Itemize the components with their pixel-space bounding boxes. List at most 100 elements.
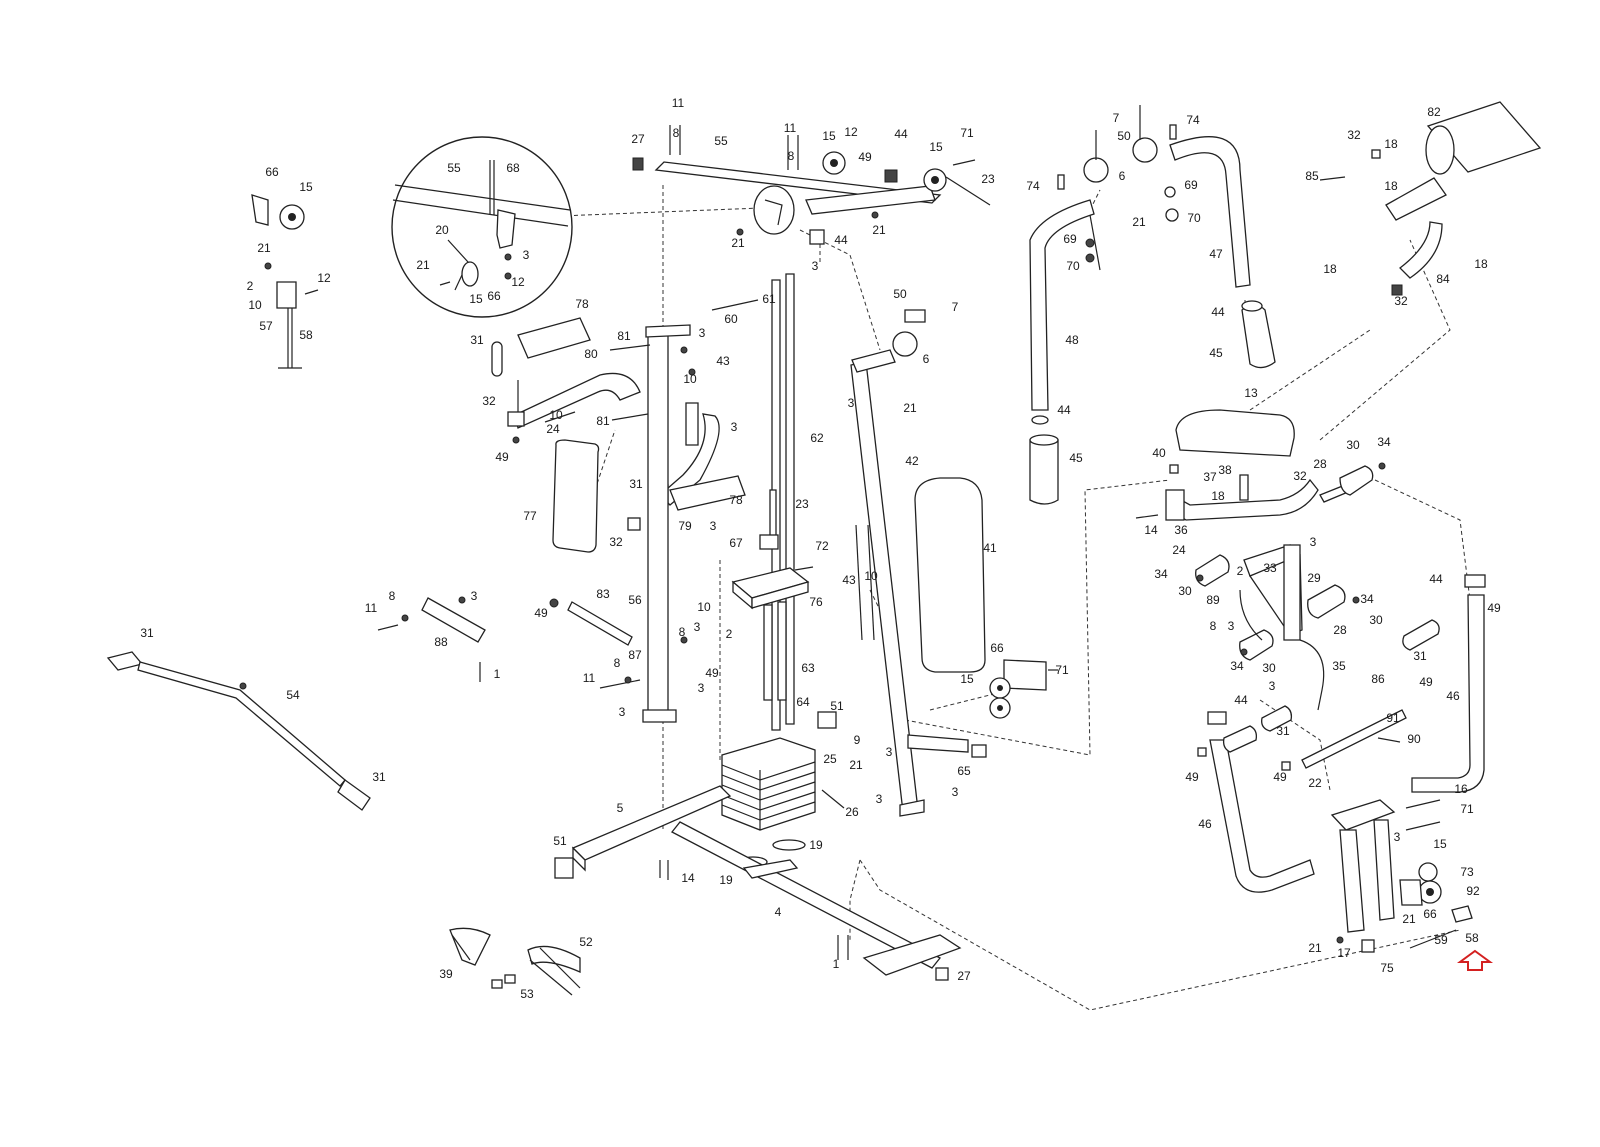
seat-post-backpad xyxy=(850,309,987,817)
part-label: 18 xyxy=(1384,179,1398,193)
part-label: 34 xyxy=(1230,659,1244,673)
part-label: 19 xyxy=(809,838,823,852)
part-label: 8 xyxy=(614,656,621,670)
part-label: 57 xyxy=(259,319,273,333)
part-label: 3 xyxy=(1394,830,1401,844)
part-label: 49 xyxy=(1419,675,1433,689)
part-label: 44 xyxy=(1057,403,1071,417)
part-label: 49 xyxy=(858,150,872,164)
part-label: 3 xyxy=(1269,679,1276,693)
high-pulley-tower xyxy=(1029,105,1251,411)
part-label: 11 xyxy=(672,96,685,110)
part-label: 71 xyxy=(960,126,974,140)
part-label: 32 xyxy=(609,535,623,549)
assembly-dashed-lines xyxy=(559,185,1471,1011)
part-label: 49 xyxy=(1487,601,1501,615)
part-label: 89 xyxy=(1206,593,1220,607)
part-label: 62 xyxy=(810,431,824,445)
part-label: 37 xyxy=(1203,470,1217,484)
part-label: 3 xyxy=(523,248,530,262)
part-label: 22 xyxy=(1308,776,1322,790)
part-label: 20 xyxy=(435,223,449,237)
part-label: 31 xyxy=(140,626,154,640)
leg-lever-frame xyxy=(1197,574,1486,893)
part-label: 63 xyxy=(801,661,815,675)
part-label: 32 xyxy=(1347,128,1361,142)
part-label: 81 xyxy=(617,329,631,343)
part-label: 15 xyxy=(929,140,943,154)
part-label: 8 xyxy=(673,126,680,140)
part-label: 52 xyxy=(579,935,593,949)
part-label: 4 xyxy=(775,905,782,919)
part-label: 71 xyxy=(1460,802,1474,816)
part-label: 92 xyxy=(1466,884,1480,898)
bar-83 xyxy=(549,598,633,646)
part-label: 3 xyxy=(710,519,717,533)
part-label: 18 xyxy=(1323,262,1337,276)
part-label: 33 xyxy=(1263,561,1277,575)
part-label: 1 xyxy=(833,957,840,971)
part-label: 69 xyxy=(1184,178,1198,192)
part-label: 44 xyxy=(1429,572,1443,586)
part-label: 3 xyxy=(848,396,855,410)
part-label: 44 xyxy=(1211,305,1225,319)
part-label: 31 xyxy=(372,770,386,784)
part-label: 3 xyxy=(694,620,701,634)
part-label: 2 xyxy=(247,279,254,293)
part-label: 17 xyxy=(1337,946,1351,960)
part-label: 11 xyxy=(784,121,797,135)
part-label: 75 xyxy=(1380,961,1394,975)
part-label: 90 xyxy=(1407,732,1421,746)
part-label: 66 xyxy=(487,289,501,303)
handles xyxy=(449,927,581,996)
part-label: 10 xyxy=(549,408,563,422)
part-label: 56 xyxy=(628,593,642,607)
left-pulley-bracket xyxy=(251,194,319,369)
part-label: 21 xyxy=(1402,912,1416,926)
part-label: 3 xyxy=(1310,535,1317,549)
part-label: 34 xyxy=(1377,435,1391,449)
part-label: 24 xyxy=(1172,543,1186,557)
lat-bar xyxy=(106,651,371,811)
part-label: 12 xyxy=(511,275,525,289)
part-label: 76 xyxy=(809,595,823,609)
mid-pulley-bracket xyxy=(989,659,1058,719)
part-label: 60 xyxy=(724,312,738,326)
part-label: 54 xyxy=(286,688,300,702)
part-label: 79 xyxy=(678,519,692,533)
part-label: 40 xyxy=(1152,446,1166,460)
part-label: 58 xyxy=(1465,931,1479,945)
part-label: 10 xyxy=(697,600,711,614)
pec-deck-arms xyxy=(491,317,746,553)
part-label: 61 xyxy=(762,292,776,306)
part-label: 30 xyxy=(1262,661,1276,675)
part-label: 3 xyxy=(952,785,959,799)
part-label: 86 xyxy=(1371,672,1385,686)
part-label: 42 xyxy=(905,454,919,468)
part-label: 34 xyxy=(1154,567,1168,581)
part-label: 78 xyxy=(729,493,743,507)
part-label: 8 xyxy=(389,589,396,603)
part-label: 3 xyxy=(699,326,706,340)
part-label: 9 xyxy=(854,733,861,747)
part-label: 66 xyxy=(265,165,279,179)
part-label: 8 xyxy=(788,149,795,163)
part-label: 32 xyxy=(1293,469,1307,483)
part-label: 15 xyxy=(1433,837,1447,851)
part-label: 29 xyxy=(1307,571,1321,585)
part-label: 45 xyxy=(1069,451,1083,465)
part-label: 12 xyxy=(317,271,331,285)
left-post xyxy=(599,324,699,723)
part-label: 43 xyxy=(716,354,730,368)
part-label: 48 xyxy=(1065,333,1079,347)
part-label: 10 xyxy=(683,372,697,386)
part-label: 45 xyxy=(1209,346,1223,360)
top-crossbar-assembly xyxy=(632,125,991,245)
part-label: 49 xyxy=(1185,770,1199,784)
pulley-detail-inset xyxy=(391,136,573,318)
part-label: 13 xyxy=(1244,386,1258,400)
part-label: 58 xyxy=(299,328,313,342)
part-label: 30 xyxy=(1346,438,1360,452)
part-label: 21 xyxy=(257,241,271,255)
